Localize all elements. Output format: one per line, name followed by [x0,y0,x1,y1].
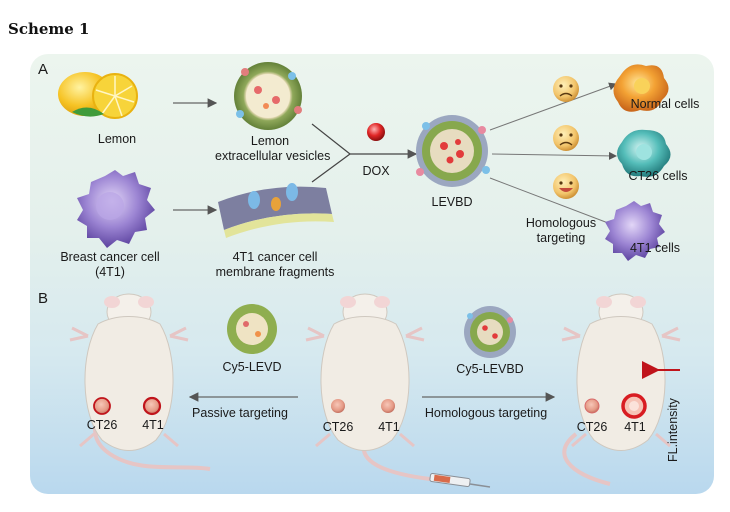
label-fl-intensity: FL.intensity [666,398,680,462]
arrow-to-4t1 [489,177,617,228]
mouse-center-illustration [305,293,431,481]
cy5-levd-illustration [227,304,277,354]
lemon-illustration [58,72,138,119]
merge-line-ev [311,123,351,155]
label-lemon: Lemon [97,132,137,146]
cy5-levbd-illustration [464,306,516,358]
4t1-cell-illustration [605,201,665,261]
sad-face-icon [553,76,579,102]
section-label-b: B [38,290,49,307]
mouse-left-illustration [69,293,211,471]
label-ct26-mouse2: CT26 [322,420,354,434]
label-4t1-mouse1: 4T1 [142,418,164,432]
label-4t1-mouse2: 4T1 [378,420,400,434]
breast-cancer-cell-illustration [77,170,155,248]
label-4t1-mouse3: 4T1 [624,420,646,434]
arrow-to-normal [489,82,617,131]
dox-sphere [367,123,385,141]
membrane-fragment-illustration [218,183,334,238]
ct26-cell-illustration [617,129,671,177]
section-label-a: A [38,61,49,78]
label-cy5-levbd: Cy5-LEVBD [456,362,524,376]
sad-face-icon [553,125,579,151]
label-dox: DOX [362,164,390,178]
label-4t1-cells: 4T1 cells [629,241,681,255]
label-passive-targeting: Passive targeting [192,406,288,420]
levbd-illustration [416,115,490,187]
label-cy5-levd: Cy5-LEVD [222,360,282,374]
label-normal-cells: Normal cells [630,97,700,111]
arrow-to-ct26 [491,151,617,160]
label-ct26-cells: CT26 cells [628,169,688,183]
syringe-icon [429,473,491,488]
scheme-title: Scheme 1 [8,20,90,38]
label-levbd: LEVBD [431,195,473,209]
label-ct26-mouse3: CT26 [576,420,608,434]
label-homologous-targeting-b: Homologous targeting [424,406,548,420]
scheme-artwork [58,62,681,488]
label-ct26-mouse1: CT26 [86,418,118,432]
mouse-right-illustration [561,293,681,486]
normal-cell-illustration [613,64,669,112]
happy-face-icon [553,173,579,199]
merge-line-membrane [311,153,351,183]
lemon-ev-illustration [234,62,302,130]
label-breast-cancer-cell: Breast cancer cell(4T1) [60,250,160,279]
